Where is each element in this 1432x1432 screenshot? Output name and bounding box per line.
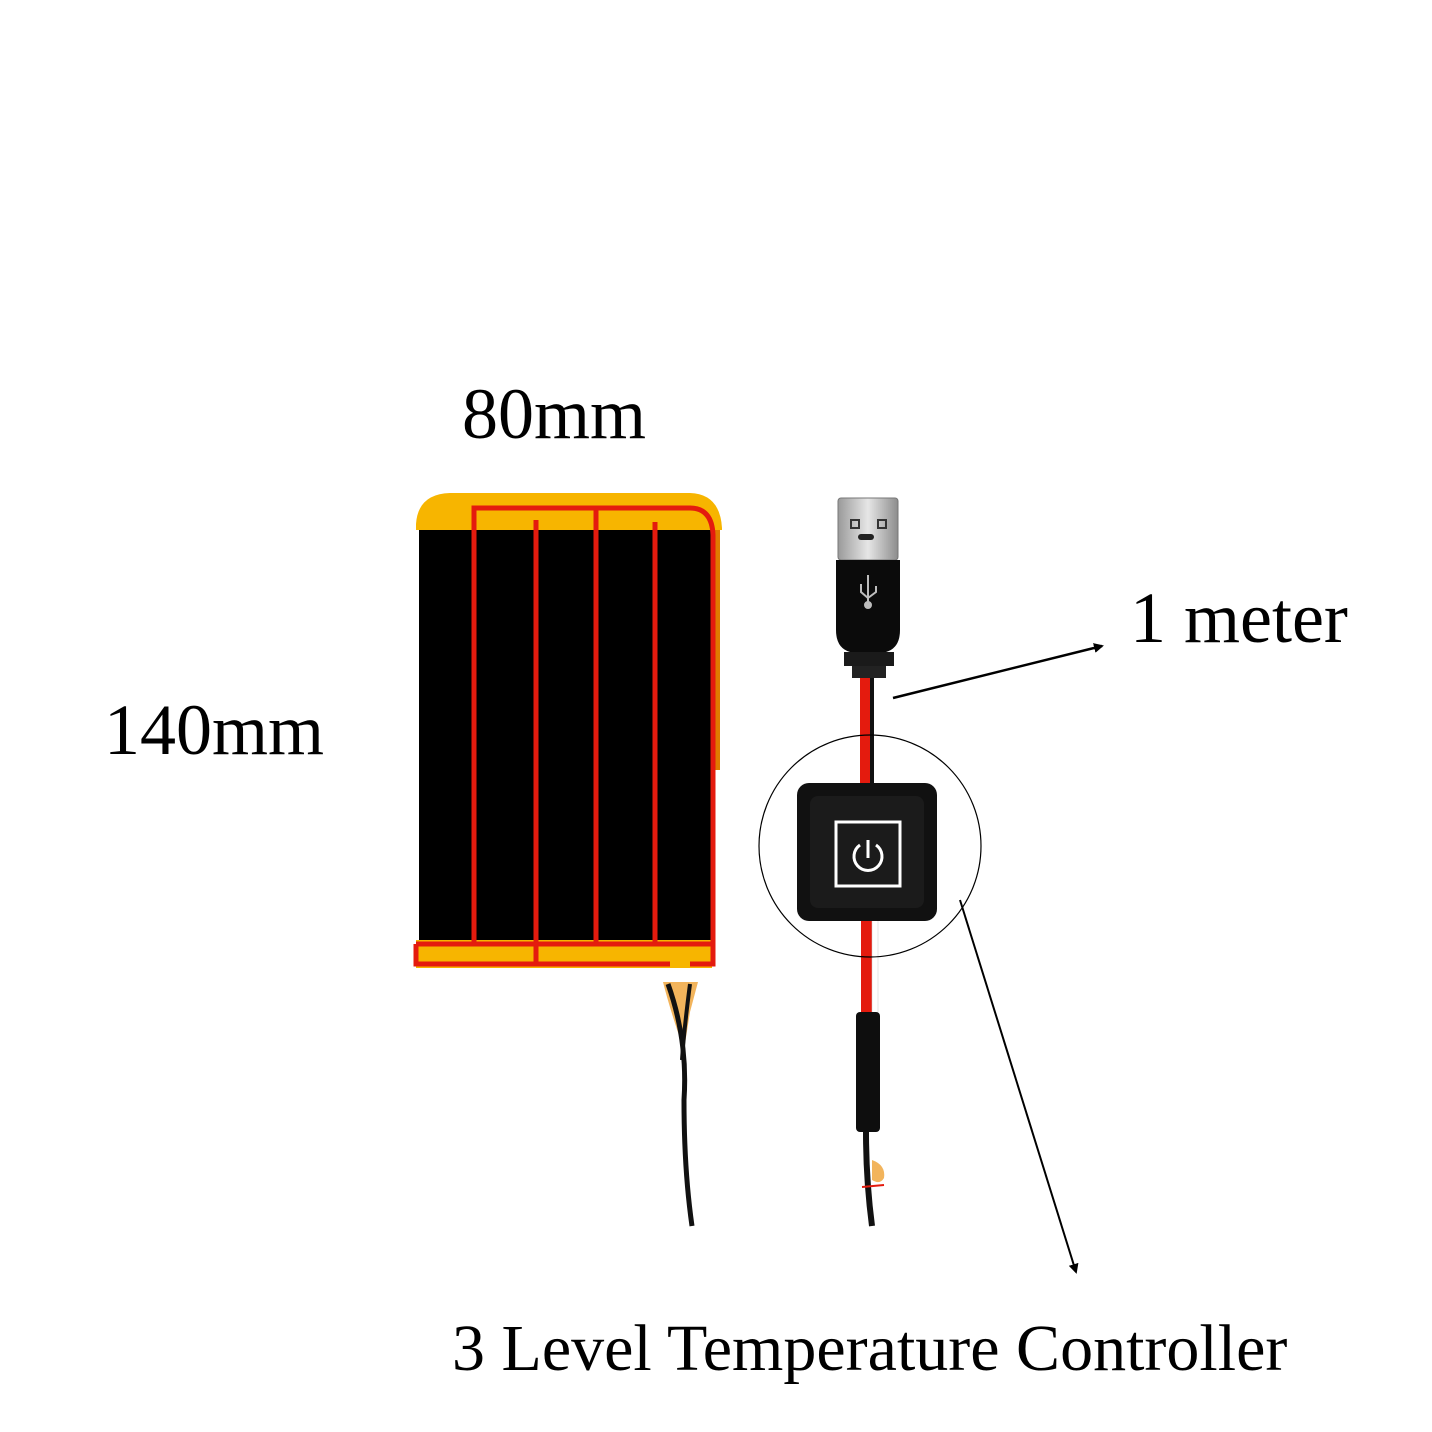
width-dimension-label: 80mm xyxy=(462,374,647,454)
top-busbar xyxy=(416,493,722,530)
heat-shrink-sleeve xyxy=(856,1012,880,1132)
power-icon xyxy=(834,820,902,888)
height-dimension-label: 140mm xyxy=(104,690,325,770)
usb-connector-shell xyxy=(837,497,899,561)
heating-film xyxy=(419,530,714,942)
controller-highlight-circle xyxy=(758,734,982,958)
usb-symbol-icon xyxy=(860,575,877,609)
heating-pad xyxy=(413,493,722,1227)
controller-label: 3 Level Temperature Controller xyxy=(452,1312,1288,1385)
side-strip xyxy=(712,530,720,770)
controller-arrow xyxy=(959,899,1079,1274)
cable-length-arrow xyxy=(892,643,1104,700)
cable-length-label: 1 meter xyxy=(1130,578,1348,658)
usb-cable xyxy=(836,497,900,1227)
temperature-controller xyxy=(758,734,982,958)
heating-element-trace xyxy=(413,505,716,967)
pad-lead-wire xyxy=(665,983,695,1227)
